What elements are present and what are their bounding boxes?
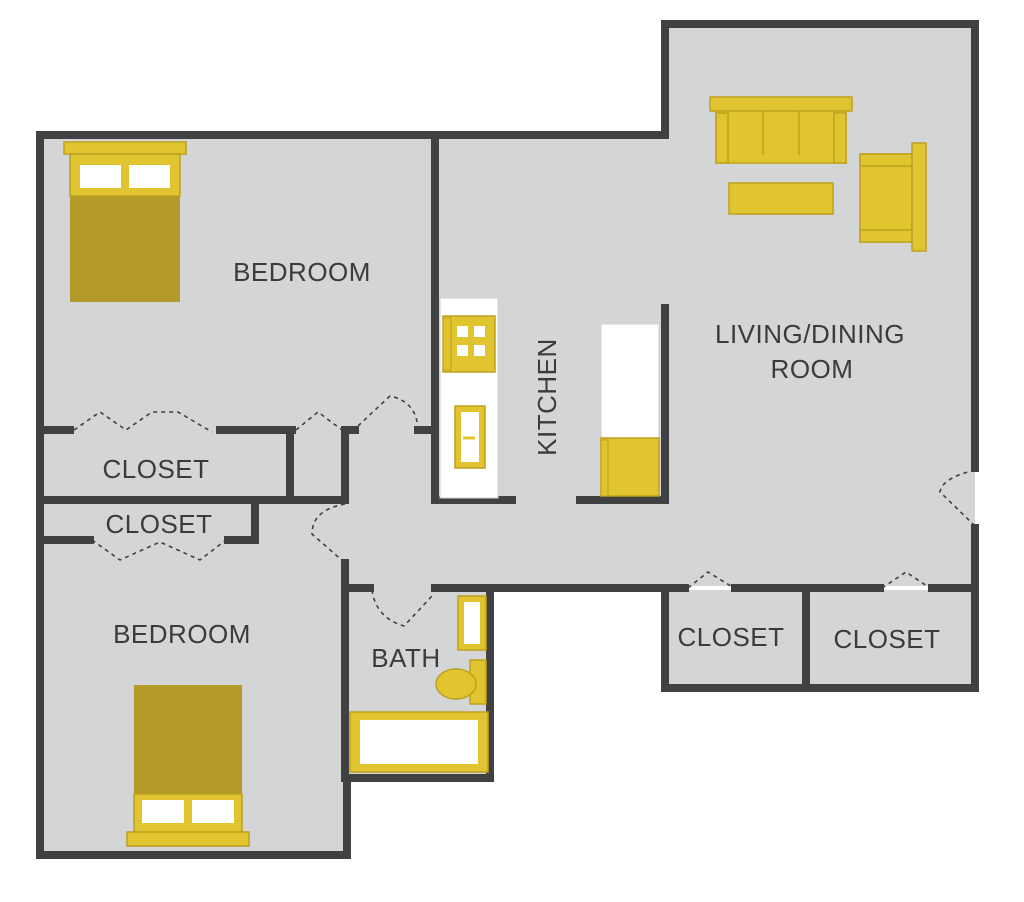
bathtub-icon [349,711,489,773]
sink-icon [454,405,486,469]
bed-bottom [126,685,250,847]
label-bedroom-bottom: BEDROOM [113,619,251,649]
label-closet-top-left: CLOSET [102,454,209,484]
sofa-icon [709,96,853,164]
label-kitchen: KITCHEN [532,338,562,456]
refrigerator-icon [600,437,660,497]
label-closet-right-1: CLOSET [677,622,784,652]
label-living-line1: LIVING/DINING [715,319,905,349]
bed-top [63,141,187,302]
bath-sink-icon [457,595,487,651]
stove-icon [442,315,496,373]
label-bath: BATH [371,643,440,673]
interior-walls [40,136,979,782]
coffee-table-icon [728,182,834,215]
outer-walls [36,20,979,859]
label-living-line2: ROOM [771,354,854,384]
toilet-icon [435,659,487,705]
armchair-icon [859,142,927,252]
label-closet-mid: CLOSET [105,509,212,539]
doors [73,395,976,627]
label-closet-right-2: CLOSET [833,624,940,654]
label-bedroom-top: BEDROOM [233,257,371,287]
